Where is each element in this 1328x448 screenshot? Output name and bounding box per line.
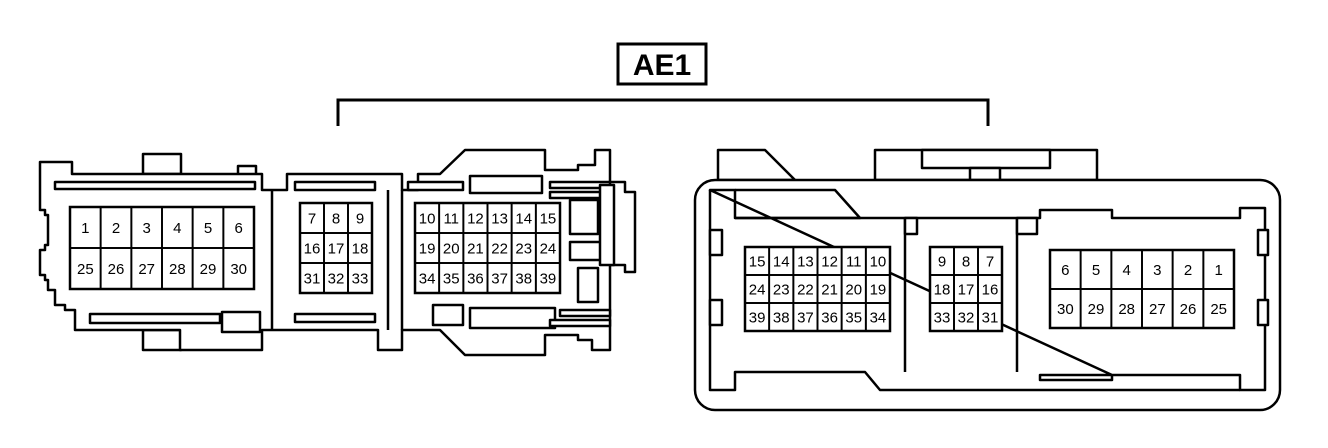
pin-number: 9 <box>356 211 364 228</box>
pin-number: 16 <box>982 282 999 299</box>
pin-number: 38 <box>773 310 790 327</box>
left-pin-block-2-frame <box>298 201 374 295</box>
pin-number: 38 <box>515 271 532 288</box>
pin-number: 23 <box>515 241 532 258</box>
pin-cell <box>977 302 1003 332</box>
connector-label-group: AE1 <box>336 42 990 126</box>
pin-number: 10 <box>870 254 887 271</box>
pin-number: 33 <box>934 310 951 327</box>
pin-number: 33 <box>352 271 369 288</box>
pin-number: 8 <box>962 254 970 271</box>
pin-cell <box>534 262 561 294</box>
pin-number: 27 <box>138 261 155 278</box>
pin-number: 16 <box>304 241 321 258</box>
pin-number: 14 <box>515 211 532 228</box>
pin-number: 24 <box>540 241 557 258</box>
pin-number: 27 <box>1149 301 1166 318</box>
pin-number: 10 <box>419 211 436 228</box>
pin-number: 39 <box>540 271 557 288</box>
pin-number: 12 <box>467 211 484 228</box>
pin-number: 18 <box>934 282 951 299</box>
pin-number: 26 <box>1180 301 1197 318</box>
pin-cell <box>347 262 373 294</box>
pin-number: 22 <box>491 241 508 258</box>
pin-number: 28 <box>1118 301 1135 318</box>
pin-number: 28 <box>169 261 186 278</box>
pin-number: 7 <box>308 211 316 228</box>
pin-number: 21 <box>821 282 838 299</box>
pin-number: 19 <box>419 241 436 258</box>
pin-number: 30 <box>230 261 247 278</box>
connector-bracket <box>336 98 990 126</box>
pin-number: 20 <box>845 282 862 299</box>
pin-number: 5 <box>1092 262 1100 279</box>
pin-number: 4 <box>1122 262 1130 279</box>
pin-number: 36 <box>821 310 838 327</box>
connector-label: AE1 <box>633 49 691 82</box>
pin-cell <box>1202 288 1235 329</box>
connector-label-box <box>616 42 708 86</box>
pin-number: 34 <box>419 271 436 288</box>
pin-number: 37 <box>797 310 814 327</box>
pin-number: 30 <box>1057 301 1074 318</box>
pin-number: 5 <box>204 220 212 237</box>
pin-number: 26 <box>108 261 125 278</box>
pin-number: 24 <box>749 282 766 299</box>
pin-number: 22 <box>797 282 814 299</box>
pin-number: 17 <box>328 241 345 258</box>
pin-number: 18 <box>352 241 369 258</box>
pin-number: 13 <box>491 211 508 228</box>
pin-number: 13 <box>797 254 814 271</box>
pin-number: 11 <box>846 254 862 271</box>
pin-cell <box>222 247 255 290</box>
pin-number: 7 <box>986 254 994 271</box>
pin-number: 3 <box>142 220 150 237</box>
pin-number: 29 <box>200 261 217 278</box>
pin-number: 29 <box>1088 301 1105 318</box>
pin-number: 20 <box>443 241 460 258</box>
pin-number: 21 <box>467 241 484 258</box>
pin-number: 11 <box>443 211 459 228</box>
pin-number: 25 <box>1210 301 1227 318</box>
pin-number: 6 <box>234 220 242 237</box>
pin-cell <box>864 302 891 332</box>
pin-number: 36 <box>467 271 484 288</box>
pin-number: 1 <box>1214 262 1222 279</box>
pin-number: 6 <box>1061 262 1069 279</box>
pin-number: 3 <box>1153 262 1161 279</box>
pin-number: 14 <box>773 254 790 271</box>
pin-number: 1 <box>81 220 89 237</box>
pin-number: 34 <box>870 310 887 327</box>
pin-number: 19 <box>870 282 887 299</box>
pin-number: 39 <box>749 310 766 327</box>
pin-number: 23 <box>773 282 790 299</box>
pin-number: 31 <box>982 310 999 327</box>
pin-number: 35 <box>443 271 460 288</box>
pin-number: 15 <box>540 211 557 228</box>
pin-number: 32 <box>958 310 975 327</box>
pin-number: 15 <box>749 254 766 271</box>
pin-number: 8 <box>332 211 340 228</box>
pin-number: 31 <box>304 271 321 288</box>
pin-number: 35 <box>845 310 862 327</box>
pin-number: 2 <box>1184 262 1192 279</box>
pin-number: 25 <box>77 261 94 278</box>
pin-number: 32 <box>328 271 345 288</box>
pin-number: 4 <box>173 220 181 237</box>
pin-number: 12 <box>821 254 838 271</box>
pin-number: 9 <box>938 254 946 271</box>
pin-number: 2 <box>112 220 120 237</box>
pin-number: 17 <box>958 282 975 299</box>
pin-number: 37 <box>491 271 508 288</box>
